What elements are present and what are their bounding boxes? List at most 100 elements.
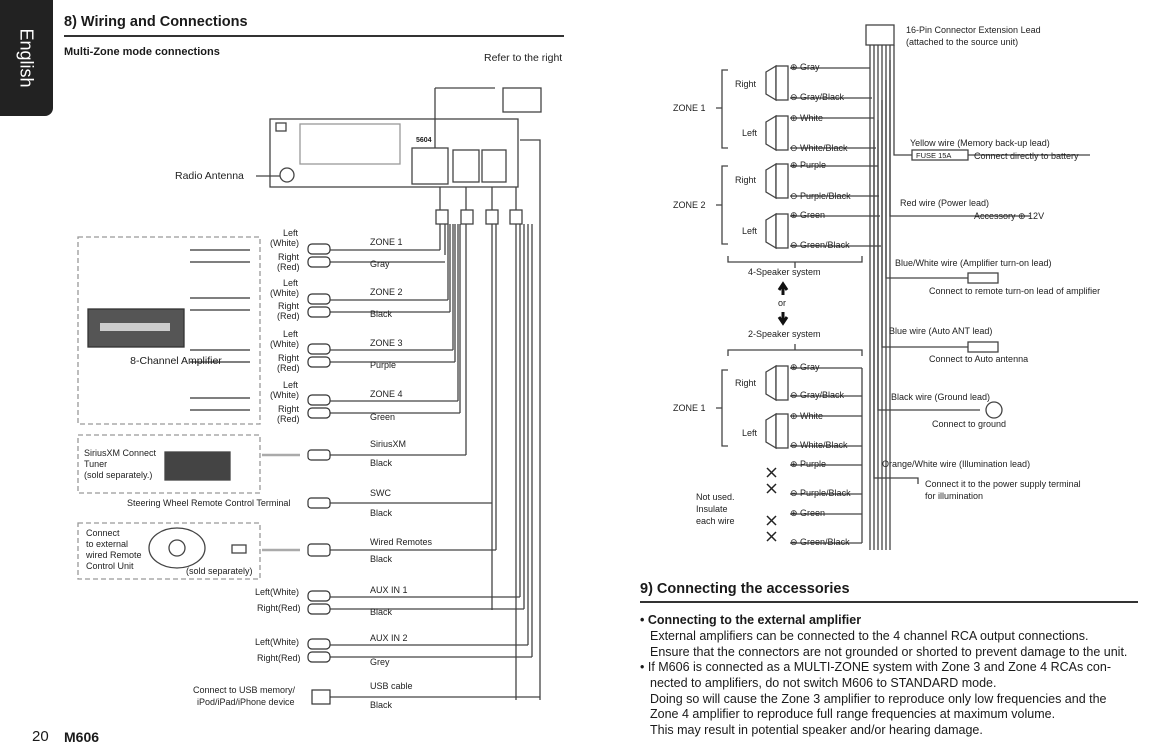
- section-8-rule: [64, 35, 564, 37]
- sirius-line1: SiriusXM Connect: [84, 448, 157, 458]
- swc-name: SWC: [370, 488, 391, 498]
- zone2-left-label: Left: [283, 278, 299, 288]
- body-line-6: Zone 4 amplifier to reproduce full range…: [650, 707, 1056, 721]
- wire-a-1: ⊖ Gray/Black: [790, 92, 845, 102]
- sirius-line2: Tuner: [84, 459, 108, 469]
- usb-name: USB cable: [370, 681, 413, 691]
- not-used-1: Not used.: [696, 492, 735, 502]
- zone1-wire-color: Gray: [370, 259, 390, 269]
- zone2-right-label: Right: [278, 301, 300, 311]
- yellow-wire-label: Yellow wire (Memory back-up lead): [910, 138, 1050, 148]
- wire-b-3: ⊖ White/Black: [790, 440, 848, 450]
- wire-a-3: ⊖ White/Black: [790, 143, 848, 153]
- zone2-label: ZONE 2: [673, 200, 706, 210]
- body-line-7: This may result in potential speaker and…: [650, 723, 983, 737]
- aux2-left: Left(White): [255, 637, 300, 647]
- usb-color: Black: [370, 700, 393, 710]
- sirius-name: SiriusXM: [370, 439, 407, 449]
- wire-b-7: ⊖ Green/Black: [790, 537, 850, 547]
- wired-line2: to external: [86, 539, 129, 549]
- not-used-3: each wire: [696, 516, 735, 526]
- wire-b-5: ⊖ Purple/Black: [790, 488, 851, 498]
- accessory-label: Accessory ⊕ 12V: [974, 211, 1045, 221]
- zone2-left-color: (White): [270, 288, 299, 298]
- spk-left-1: Left: [742, 128, 758, 138]
- sirius-line3: (sold separately.): [84, 470, 153, 480]
- illum-label-1: Connect it to the power supply terminal: [925, 479, 1081, 489]
- fuse-label: FUSE 15A: [916, 151, 952, 160]
- aux2-right: Right(Red): [257, 653, 301, 663]
- zone4-left-label: Left: [283, 380, 299, 390]
- amp-heading: • Connecting to the external amplifier: [640, 613, 862, 627]
- body-line-3: • If M606 is connected as a MULTI-ZONE s…: [640, 660, 1111, 674]
- body-line-4: nected to amplifiers, do not switch M606…: [650, 676, 997, 690]
- spk-right-2: Right: [735, 175, 757, 185]
- connector-label: 16-Pin Connector Extension Lead: [906, 25, 1041, 35]
- two-speaker-label: 2-Speaker system: [748, 329, 821, 339]
- section-9-rule: [640, 601, 1138, 603]
- remote-turnon-label: Connect to remote turn-on lead of amplif…: [929, 286, 1101, 296]
- body-line-2: Ensure that the connectors are not groun…: [650, 645, 1128, 659]
- zone1-left-label: Left: [283, 228, 299, 238]
- aux1-left: Left(White): [255, 587, 300, 597]
- wired-line1: Connect: [86, 528, 120, 538]
- wire-a-4: ⊕ Purple: [790, 160, 827, 170]
- zone3-wire-color: Purple: [370, 360, 397, 370]
- zone2-right-color: (Red): [277, 311, 300, 321]
- zone3-left-color: (White): [270, 339, 299, 349]
- wire-b-6: ⊕ Green: [790, 508, 826, 518]
- zone1-label: ZONE 1: [673, 103, 706, 113]
- aux1-right: Right(Red): [257, 603, 301, 613]
- connector-label-2: (attached to the source unit): [906, 37, 1019, 47]
- zone3-right-label: Right: [278, 353, 300, 363]
- zone1-left-color: (White): [270, 238, 299, 248]
- zone3-name: ZONE 3: [370, 338, 403, 348]
- spk-right-3: Right: [735, 378, 757, 388]
- wire-a-6: ⊕ Green: [790, 210, 826, 220]
- body-line-5: Doing so will cause the Zone 3 amplifier…: [650, 692, 1107, 706]
- aux2-name: AUX IN 2: [370, 633, 408, 643]
- wire-b-1: ⊖ Gray/Black: [790, 390, 845, 400]
- blue-wire-label: Blue wire (Auto ANT lead): [889, 326, 993, 336]
- spk-right-1: Right: [735, 79, 757, 89]
- zone1-name: ZONE 1: [370, 237, 403, 247]
- illum-label-2: for illumination: [925, 491, 984, 501]
- ground-label: Connect to ground: [932, 419, 1007, 429]
- model-name: M606: [64, 729, 100, 745]
- wired-color: Black: [370, 554, 393, 564]
- aux2-color: Grey: [370, 657, 390, 667]
- zone1-right-label: Right: [278, 252, 300, 262]
- battery-label: Connect directly to battery: [974, 151, 1079, 161]
- swc-color: Black: [370, 508, 393, 518]
- zone4-right-label: Right: [278, 404, 300, 414]
- wire-a-2: ⊕ White: [790, 113, 824, 123]
- swc-terminal-label: Steering Wheel Remote Control Terminal: [127, 498, 291, 508]
- wire-b-0: ⊕ Gray: [790, 362, 820, 372]
- orange-wire-label: Orange/White wire (Illumination lead): [882, 459, 1031, 469]
- four-speaker-label: 4-Speaker system: [748, 267, 821, 277]
- refer-right-label: Refer to the right: [484, 52, 563, 64]
- sirius-color: Black: [370, 458, 393, 468]
- zone2-wire-color: Black: [370, 309, 393, 319]
- wire-a-5: ⊖ Purple/Black: [790, 191, 851, 201]
- radio-antenna-label: Radio Antenna: [175, 170, 244, 182]
- spk-left-3: Left: [742, 428, 758, 438]
- wire-a-0: ⊕ Gray: [790, 62, 820, 72]
- language-tab: English: [0, 0, 53, 116]
- zone4-left-color: (White): [270, 390, 299, 400]
- section-8-title: 8) Wiring and Connections: [64, 14, 248, 30]
- zone4-wire-color: Green: [370, 412, 396, 422]
- black-wire-label: Black wire (Ground lead): [891, 392, 991, 402]
- not-used-2: Insulate: [696, 504, 728, 514]
- multi-zone-subtitle: Multi-Zone mode connections: [64, 46, 220, 58]
- unit-code: 5604: [416, 137, 432, 144]
- page-number: 20: [32, 728, 49, 745]
- zone4-name: ZONE 4: [370, 389, 403, 399]
- auto-antenna-label: Connect to Auto antenna: [929, 354, 1029, 364]
- zone3-right-color: (Red): [277, 363, 300, 373]
- wired-line3: wired Remote: [86, 550, 142, 560]
- zone4-right-color: (Red): [277, 414, 300, 424]
- wired-name: Wired Remotes: [370, 537, 433, 547]
- amplifier-label: 8-Channel Amplifier: [130, 355, 222, 367]
- section-9-title: 9) Connecting the accessories: [640, 581, 850, 597]
